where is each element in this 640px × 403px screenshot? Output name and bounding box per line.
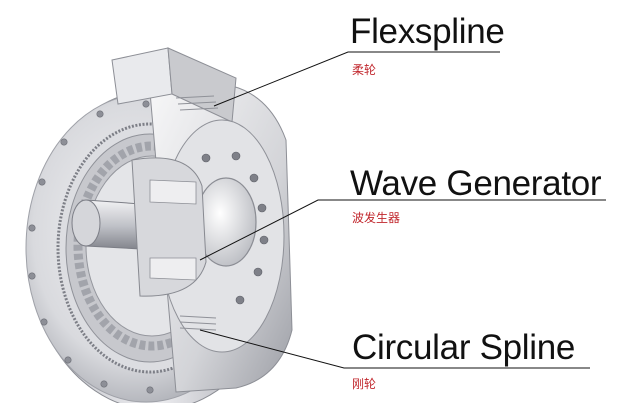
output-bolt-holes	[201, 151, 269, 305]
flexspline-label: Flexspline	[350, 12, 505, 51]
circular-spline-label: Circular Spline	[352, 328, 576, 367]
leader-lines	[199, 51, 606, 369]
flexspline-teeth	[175, 95, 219, 331]
flexspline-label-zh: 柔轮	[352, 63, 377, 77]
wave-generator-label-zh: 波发生器	[352, 211, 401, 225]
wave-generator-label: Wave Generator	[350, 164, 602, 203]
circular-spline-label-zh: 刚轮	[352, 377, 377, 391]
